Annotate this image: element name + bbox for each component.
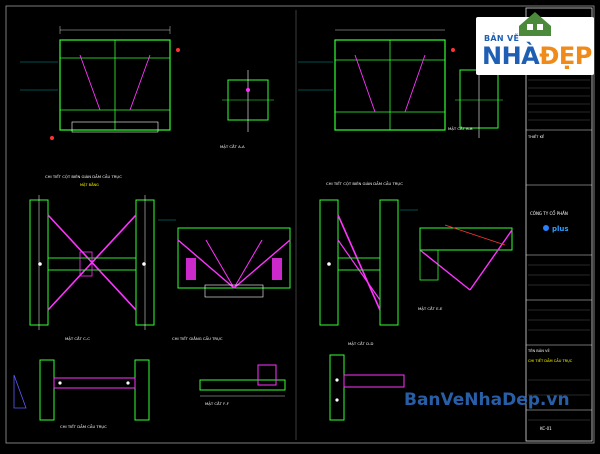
view-beam-bottom-right — [329, 354, 405, 421]
title-sheet-no: KC-01 — [540, 426, 552, 431]
house-icon — [519, 12, 551, 36]
svg-text:MẶT BẰNG: MẶT BẰNG — [80, 182, 99, 187]
view1-title: CHI TIẾT CỘT BIÊN GIÀN DẦM CẦU TRỤC — [45, 173, 122, 179]
brand-big-prefix: NHÀ — [482, 42, 540, 70]
view-column-detail-1: CHI TIẾT CỘT BIÊN GIÀN DẦM CẦU TRỤC MẶT … — [45, 26, 180, 187]
view-column-detail-2: CHI TIẾT CỘT BIÊN GIÀN DẦM CẦU TRỤC — [326, 29, 455, 186]
view-section-aa: MẶT CẮT A-A — [220, 70, 274, 149]
view6-title: CHI TIẾT GIẰNG CẦU TRỤC — [172, 335, 223, 341]
view7-title: MẶT CẮT D-D — [348, 341, 373, 346]
site-watermark: BanVeNhaDep.vn — [404, 390, 570, 410]
view-bracing-right: MẶT CẮT D-D — [319, 199, 399, 346]
title-company: CÔNG TY CỔ PHẦN — [530, 211, 568, 216]
title-logo-text: plus — [552, 225, 569, 233]
view-beam-bottom-middle: MẶT CẮT F-F — [199, 364, 286, 406]
title-drawing-name: CHI TIẾT DẦM CẦU TRỤC — [528, 357, 573, 363]
view-bracing-far-right: MẶT CẮT E-E — [418, 224, 513, 311]
view-bracing-left: MẶT CẮT C-C — [29, 195, 155, 341]
view-bracing-middle: CHI TIẾT GIẰNG CẦU TRỤC — [172, 227, 291, 341]
view3-title: CHI TIẾT CỘT BIÊN GIÀN DẦM CẦU TRỤC — [326, 180, 403, 186]
view10-title: MẶT CẮT F-F — [205, 401, 229, 406]
view4-title: MẶT CẮT B-B — [448, 126, 473, 131]
view2-title: MẶT CẮT A-A — [220, 144, 245, 149]
ucs-icon — [13, 374, 27, 409]
view9-title: CHI TIẾT DẦM CẦU TRỤC — [60, 423, 107, 429]
view5-title: MẶT CẮT C-C — [65, 336, 90, 341]
brand-big-suffix: ĐẸP — [539, 42, 592, 70]
brand-big-text: NHÀĐẸP — [482, 42, 592, 70]
outer-frame — [5, 5, 595, 444]
title-sheet-label: TÊN BẢN VẼ — [527, 348, 551, 353]
brand-small-text: BẢN VẼ — [484, 34, 520, 43]
view-beam-bottom-left: CHI TIẾT DẦM CẦU TRỤC — [13, 359, 150, 429]
view8-title: MẶT CẮT E-E — [418, 306, 443, 311]
title-designer-label: THIẾT KẾ — [527, 133, 545, 139]
